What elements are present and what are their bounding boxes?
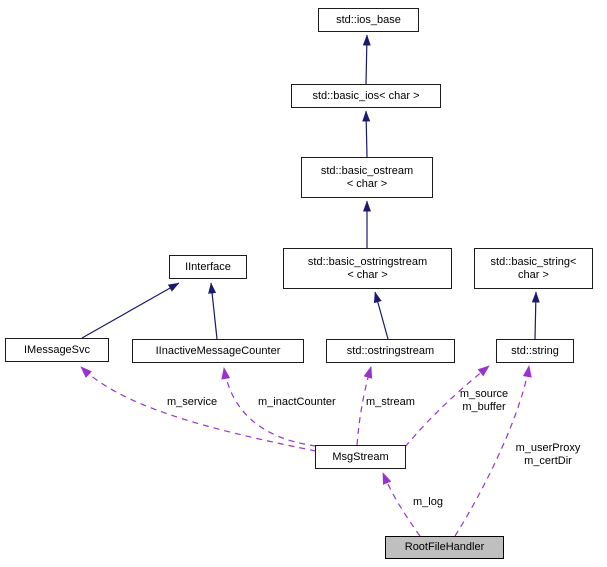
node-std-basic-ostream[interactable]: std::basic_ostream < char >	[301, 157, 433, 198]
node-imessagesvc[interactable]: IMessageSvc	[5, 338, 109, 362]
node-std-ostringstream[interactable]: std::ostringstream	[326, 339, 455, 363]
edge-label-m-inactcounter: m_inactCounter	[258, 396, 336, 408]
node-rootfilehandler-selected[interactable]: RootFileHandler	[385, 536, 504, 559]
node-iinactivemessagecounter[interactable]: IInactiveMessageCounter	[132, 339, 304, 363]
edge-inherit-imessagesvc-to-iinterface	[81, 282, 180, 339]
edge-label-m-service: m_service	[167, 396, 218, 408]
node-std-basic-ios[interactable]: std::basic_ios< char >	[291, 84, 441, 108]
edge-label-m-stream: m_stream	[366, 396, 415, 408]
node-iinterface[interactable]: IInterface	[169, 255, 247, 279]
edge-inherit-string-to-basic-string	[531, 291, 540, 340]
node-std-basic-ostringstream[interactable]: std::basic_ostringstream < char >	[283, 248, 452, 289]
edge-inherit-basic-ostream-to-basic-ios	[362, 110, 371, 158]
node-std-ios-base[interactable]: std::ios_base	[318, 8, 419, 32]
node-std-string[interactable]: std::string	[496, 339, 574, 363]
edge-usage-msgstream-m-service-to-imessagesvc	[80, 366, 317, 452]
edge-label-m-userproxy-m-certdir: m_userProxy m_certDir	[515, 442, 581, 467]
edge-inherit-basic-ios-to-ios-base	[362, 34, 371, 85]
edge-inherit-ostringstream-to-basic-ostringstream	[373, 291, 389, 340]
edge-label-m-log: m_log	[413, 496, 443, 508]
edge-inherit-iinactivemessagecounter-to-iinterface	[208, 282, 218, 340]
node-msgstream[interactable]: MsgStream	[315, 445, 406, 469]
node-std-basic-string[interactable]: std::basic_string< char >	[474, 248, 593, 289]
edge-label-m-source-m-buffer: m_source m_buffer	[459, 388, 509, 413]
